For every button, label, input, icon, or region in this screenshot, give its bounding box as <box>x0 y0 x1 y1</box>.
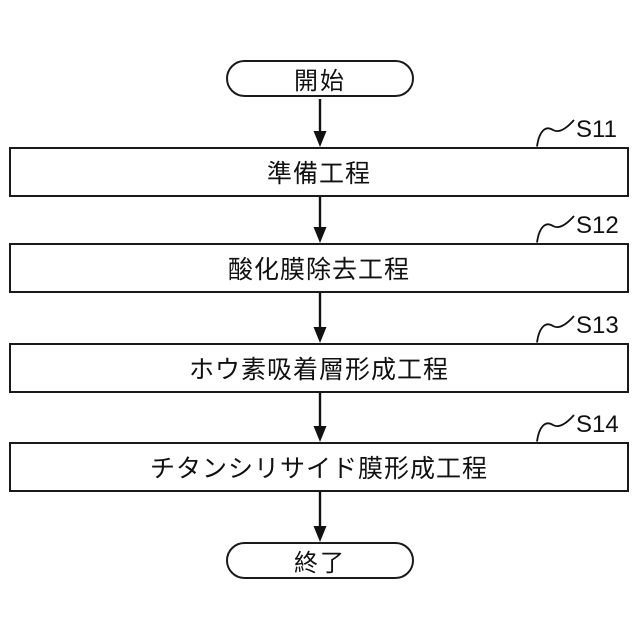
arrow-down-icon <box>313 393 327 442</box>
leader-squiggle-icon <box>536 414 575 442</box>
leader-squiggle-icon <box>536 215 575 243</box>
step-ref-label: S13 <box>576 312 619 339</box>
step-ref-s14: S14 <box>536 410 640 442</box>
step-ref-label: S14 <box>576 411 619 438</box>
start-terminator: 開始 <box>226 60 414 97</box>
step-ref-s11: S11 <box>536 115 640 147</box>
arrow-down-icon <box>313 293 327 343</box>
step-ref-s12: S12 <box>536 211 640 243</box>
step-ref-label: S11 <box>576 116 617 143</box>
arrow-down-icon <box>313 197 327 243</box>
step-ref-s13: S13 <box>536 311 640 343</box>
leader-squiggle-icon <box>536 119 575 147</box>
flow-arrow-4 <box>311 393 329 442</box>
process-box-s14: チタンシリサイド膜形成工程 <box>9 442 629 492</box>
arrow-down-icon <box>313 492 327 542</box>
process-label: ホウ素吸着層形成工程 <box>188 356 449 384</box>
process-box-s12: 酸化膜除去工程 <box>9 243 629 293</box>
arrow-down-icon <box>313 99 327 147</box>
start-label: 開始 <box>294 68 346 95</box>
flow-arrow-5 <box>311 492 329 542</box>
flow-arrow-3 <box>311 293 329 343</box>
end-terminator: 終了 <box>226 542 414 579</box>
step-ref-label: S12 <box>576 212 619 239</box>
leader-squiggle-icon <box>536 315 575 343</box>
process-box-s11: 準備工程 <box>9 147 629 197</box>
process-label: チタンシリサイド膜形成工程 <box>149 455 488 483</box>
end-label: 終了 <box>294 550 346 577</box>
process-box-s13: ホウ素吸着層形成工程 <box>9 343 629 393</box>
process-label: 準備工程 <box>266 160 371 188</box>
flow-arrow-2 <box>311 197 329 243</box>
flow-arrow-1 <box>311 99 329 147</box>
process-label: 酸化膜除去工程 <box>227 256 410 284</box>
